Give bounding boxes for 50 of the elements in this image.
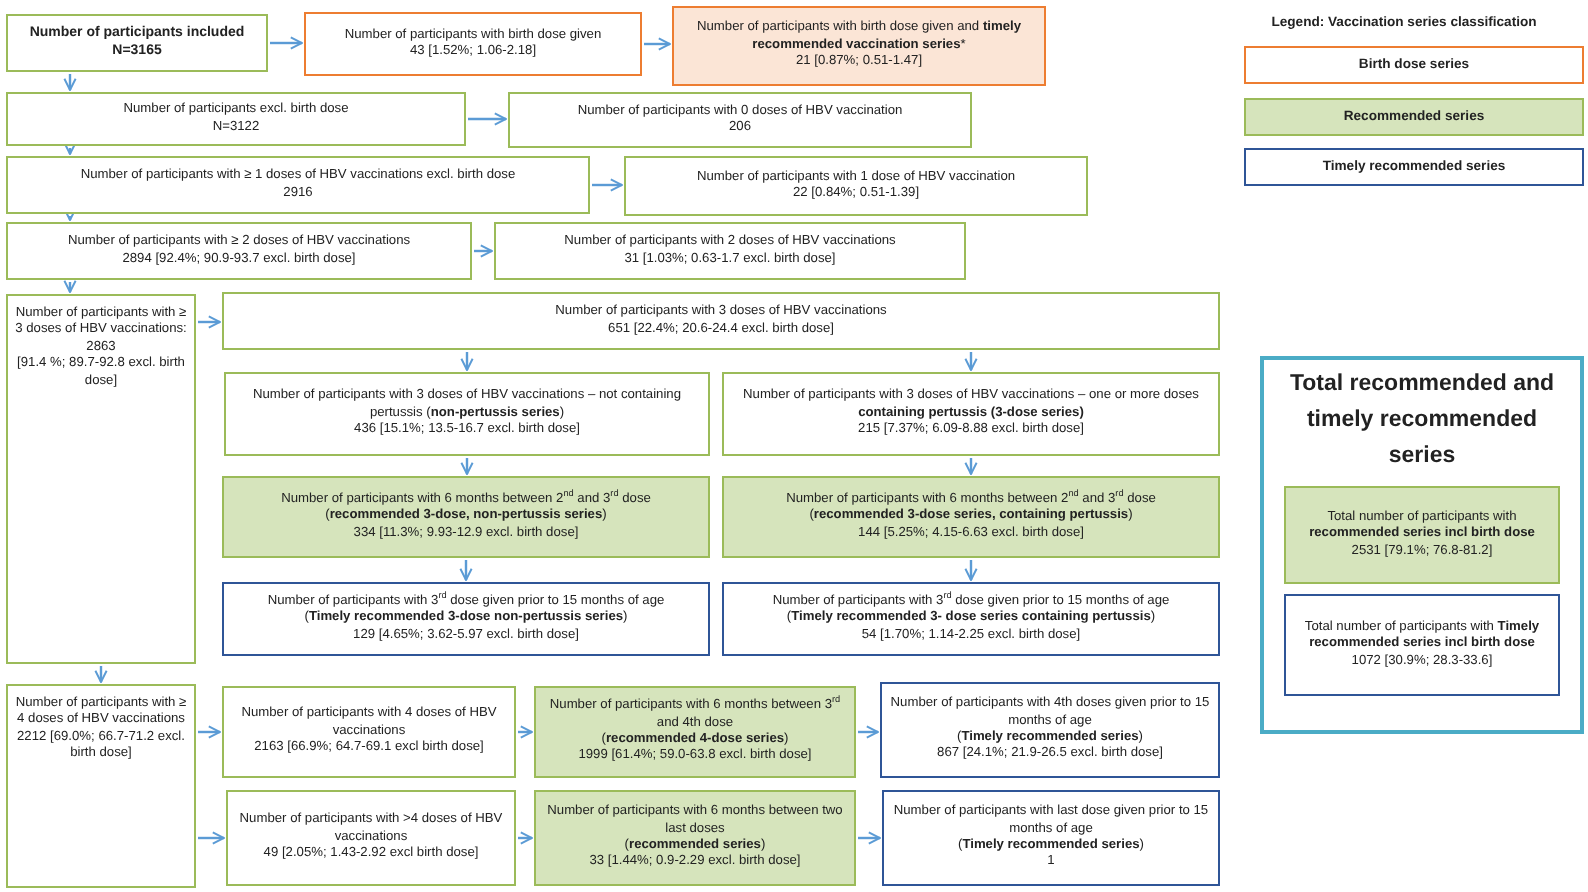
recommended-box: [534, 686, 856, 778]
arrow: [468, 112, 507, 126]
arrow: [858, 831, 881, 845]
arrow: [460, 352, 474, 371]
process-box: [494, 222, 966, 280]
arrow: [270, 36, 303, 50]
process-box: [6, 156, 590, 214]
timely-box: [880, 682, 1220, 778]
process-box: [6, 294, 196, 664]
arrow: [63, 74, 77, 91]
process-box: [6, 14, 268, 72]
process-box: [304, 12, 642, 76]
panel-heading: Total recommended and timely recommended series: [1287, 370, 1557, 472]
process-box: [222, 686, 516, 778]
arrow: [63, 279, 77, 293]
process-box: [6, 222, 472, 280]
timely-box: [882, 790, 1220, 886]
recommended-box: [222, 476, 710, 558]
arrow: [964, 458, 978, 475]
process-box: [624, 156, 1088, 216]
process-box: [226, 790, 516, 886]
process-box: [508, 92, 972, 148]
arrow: [460, 458, 474, 475]
recommended-box: [534, 790, 856, 886]
process-box: [224, 372, 710, 456]
arrow: [198, 315, 221, 329]
arrow: [459, 560, 473, 581]
arrow: [198, 725, 221, 739]
process-box: [722, 372, 1220, 456]
highlighted-box: [672, 6, 1046, 86]
recommended-box: [722, 476, 1220, 558]
timely-box: [222, 582, 710, 656]
arrow: [198, 831, 225, 845]
arrow: [518, 831, 533, 845]
arrow: [964, 352, 978, 371]
process-box: [222, 292, 1220, 350]
arrow: [518, 725, 533, 739]
arrow: [644, 37, 671, 51]
arrow: [858, 725, 879, 739]
summary-panel: [1260, 356, 1584, 734]
timely-box: [1284, 594, 1560, 696]
timely-box: [722, 582, 1220, 656]
arrow: [964, 560, 978, 581]
process-box: [6, 92, 466, 146]
recommended-box: [1284, 486, 1560, 584]
arrow: [474, 244, 493, 258]
arrow: [63, 141, 77, 155]
arrow: [94, 666, 108, 683]
arrow: [592, 178, 623, 192]
process-box: [6, 684, 196, 888]
